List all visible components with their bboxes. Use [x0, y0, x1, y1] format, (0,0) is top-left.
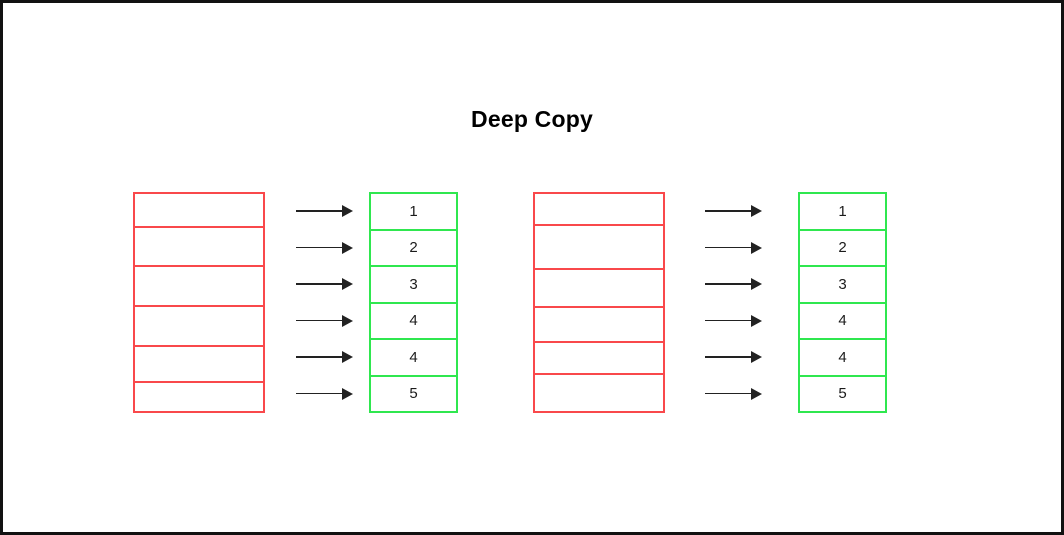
source-cell — [533, 306, 665, 343]
copied-cell: 4 — [798, 301, 887, 340]
copied-cell: 2 — [369, 228, 458, 267]
arrow-head — [342, 314, 353, 327]
copy-arrow-3-icon — [296, 278, 358, 291]
copied-cell-value: 4 — [838, 348, 847, 366]
arrow-shaft — [296, 210, 348, 212]
copied-cell: 4 — [369, 301, 458, 340]
arrow-head — [751, 351, 762, 364]
arrow-shaft — [705, 210, 757, 212]
copied-cell-value: 4 — [409, 348, 418, 366]
copied-cell: 4 — [798, 338, 887, 377]
arrow-shaft — [705, 356, 757, 358]
copied-cell-value: 4 — [838, 312, 847, 330]
arrow-column-left — [296, 192, 366, 413]
source-array-right — [533, 192, 665, 413]
source-cell — [533, 373, 665, 413]
source-cell — [533, 192, 665, 226]
source-cell — [533, 268, 665, 308]
arrow-head — [751, 278, 762, 291]
copy-arrow-2-icon — [705, 241, 767, 254]
source-cell — [133, 305, 265, 347]
arrow-head — [751, 387, 762, 400]
copy-arrow-5-icon — [705, 351, 767, 364]
copy-arrow-2-icon — [296, 241, 358, 254]
copied-cell-value: 2 — [409, 239, 418, 257]
arrow-head — [751, 241, 762, 254]
copied-cell-value: 5 — [838, 385, 847, 403]
page-title: Deep Copy — [471, 106, 593, 132]
arrow-head — [342, 205, 353, 218]
arrow-shaft — [705, 319, 757, 322]
arrow-shaft — [705, 392, 757, 395]
copy-arrow-6-icon — [296, 387, 358, 400]
arrow-head — [751, 205, 762, 218]
copy-arrow-4-icon — [705, 314, 767, 327]
copied-cell: 5 — [798, 374, 887, 413]
source-cell — [133, 226, 265, 267]
copied-cell: 4 — [369, 338, 458, 377]
source-cell — [133, 265, 265, 307]
source-cell — [533, 224, 665, 270]
copied-array-left: 1 2 3 4 4 5 — [369, 192, 458, 413]
copied-cell-value: 4 — [409, 312, 418, 330]
source-array-left — [133, 192, 265, 413]
arrow-shaft — [296, 319, 348, 322]
copy-arrow-3-icon — [705, 278, 767, 291]
arrow-head — [751, 314, 762, 327]
copy-arrow-5-icon — [296, 351, 358, 364]
copied-cell: 3 — [798, 265, 887, 304]
copied-cell-value: 1 — [409, 202, 418, 220]
arrow-shaft — [705, 246, 757, 249]
copied-cell-value: 3 — [409, 275, 418, 293]
copied-cell: 5 — [369, 374, 458, 413]
copied-cell-value: 2 — [838, 239, 847, 257]
arrow-shaft — [296, 246, 348, 249]
copied-cell: 2 — [798, 228, 887, 267]
source-cell — [133, 192, 265, 228]
copy-arrow-1-icon — [705, 205, 767, 218]
arrow-head — [342, 351, 353, 364]
arrow-head — [342, 241, 353, 254]
arrow-head — [342, 278, 353, 291]
copied-cell-value: 3 — [838, 275, 847, 293]
source-cell — [133, 381, 265, 413]
copy-arrow-6-icon — [705, 387, 767, 400]
copied-cell-value: 5 — [409, 385, 418, 403]
copied-cell: 1 — [798, 192, 887, 231]
arrow-shaft — [296, 283, 348, 285]
arrow-shaft — [705, 283, 757, 285]
arrow-shaft — [296, 356, 348, 358]
arrow-column-right — [705, 192, 775, 413]
arrow-head — [342, 387, 353, 400]
arrow-shaft — [296, 392, 348, 395]
copy-arrow-1-icon — [296, 205, 358, 218]
copy-arrow-4-icon — [296, 314, 358, 327]
copied-cell: 3 — [369, 265, 458, 304]
source-cell — [133, 345, 265, 383]
source-cell — [533, 341, 665, 375]
copied-cell: 1 — [369, 192, 458, 231]
copied-array-right: 1 2 3 4 4 5 — [798, 192, 887, 413]
copied-cell-value: 1 — [838, 202, 847, 220]
